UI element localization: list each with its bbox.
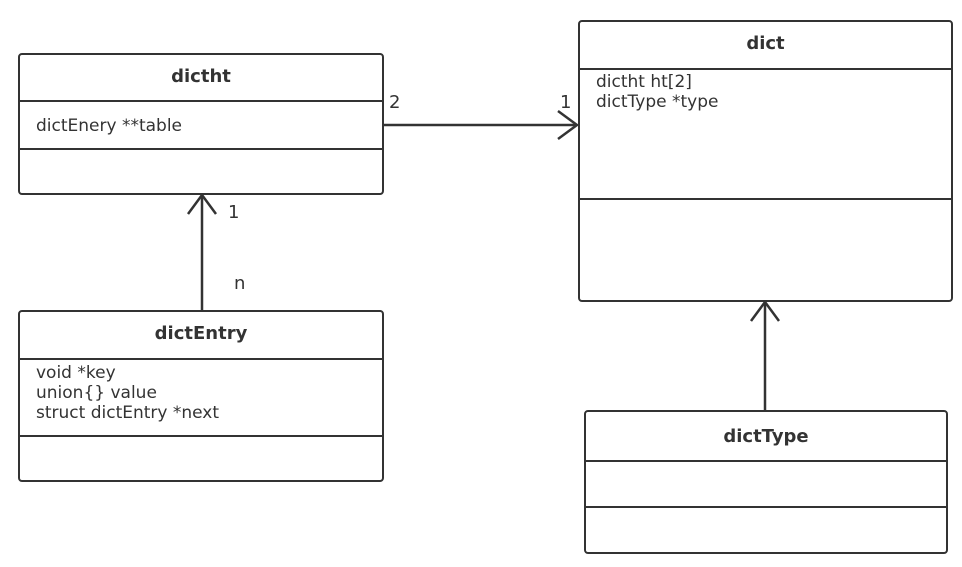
arrowhead-dict [557, 109, 580, 141]
class-dicttype[interactable]: dictType [584, 410, 948, 554]
arrowhead-dict-from-dicttype [749, 299, 781, 322]
class-dict[interactable]: dict dictht ht[2] dictType *type [578, 20, 953, 302]
arrowhead-dictht [186, 192, 218, 215]
attributes-dicttype [586, 462, 946, 508]
multiplicity-dictentry-end: n [234, 273, 246, 294]
attributes-dict: dictht ht[2] dictType *type [580, 70, 951, 200]
attribute-value: union{} value [36, 383, 157, 403]
attributes-dictentry: void *key union{} value struct dictEntry… [20, 360, 382, 437]
class-name-dicttype: dictType [586, 412, 946, 462]
attribute-next: struct dictEntry *next [36, 403, 220, 423]
class-dictentry[interactable]: dictEntry void *key union{} value struct… [18, 310, 384, 482]
class-name-dict: dict [580, 22, 951, 70]
class-dictht[interactable]: dictht dictEnery **table [18, 53, 384, 195]
attributes-dictht: dictEnery **table [20, 102, 382, 150]
class-name-dictht: dictht [20, 55, 382, 102]
multiplicity-dictht-from-entry: 1 [228, 202, 240, 223]
attribute-type: dictType *type [596, 92, 719, 112]
attribute-ht: dictht ht[2] [596, 72, 692, 92]
multiplicity-dict-end: 1 [560, 92, 572, 113]
attribute-key: void *key [36, 363, 116, 383]
attribute-table: dictEnery **table [36, 116, 183, 136]
class-name-dictentry: dictEntry [20, 312, 382, 360]
multiplicity-dictht-end: 2 [389, 92, 401, 113]
